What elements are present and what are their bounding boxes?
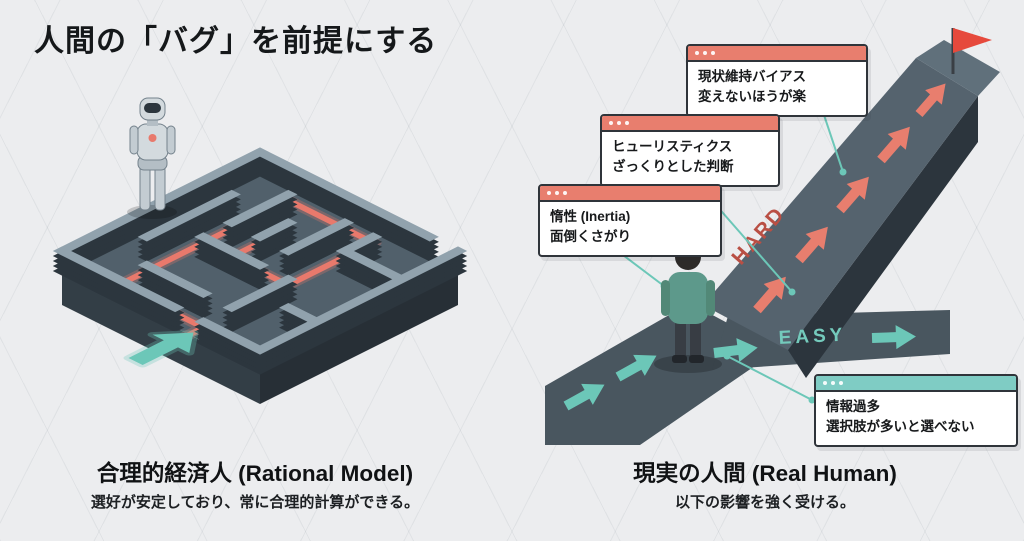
callout-information-overload: 情報過多 選択肢が多いと選べない	[814, 374, 1018, 447]
callout-line1: 惰性 (Inertia)	[550, 209, 631, 224]
maze-entrance-arrow	[128, 332, 194, 366]
callout-titlebar	[816, 376, 1016, 392]
window-dots-icon	[609, 121, 613, 125]
ramp-side-face	[788, 96, 978, 378]
page-title: 人間の「バグ」を前提にする	[34, 25, 438, 58]
easy-label: EASY	[778, 324, 847, 349]
window-dots-icon	[823, 381, 827, 385]
road-illustration: HARD EASY	[545, 28, 1000, 445]
callout-line1: 現状維持バイアス	[698, 69, 806, 84]
robot-figure	[127, 97, 177, 219]
window-dots-icon	[555, 191, 559, 195]
callout-line2: 選択肢が多いと選べない	[826, 419, 975, 435]
window-dots-icon	[547, 191, 551, 195]
connector-dot	[839, 168, 847, 176]
window-dots-icon	[703, 51, 707, 55]
callout-line2: ざっくりとした判断	[612, 159, 734, 175]
callout-line1: 情報過多	[826, 399, 880, 414]
callout-status-quo-bias: 現状維持バイアス 変えないほうが楽	[686, 44, 868, 117]
maze-platform-right-face	[260, 271, 458, 404]
window-dots-icon	[617, 121, 621, 125]
flag-icon	[953, 28, 992, 53]
maze-walls	[52, 157, 468, 365]
callout-titlebar	[540, 186, 720, 202]
callout-inertia: 惰性 (Inertia) 面倒くさがり	[538, 184, 722, 257]
maze-walls	[52, 167, 468, 375]
summit-top	[916, 40, 1000, 96]
callout-line1: ヒューリスティクス	[612, 139, 733, 154]
window-dots-icon	[563, 191, 567, 195]
goal-flag	[951, 28, 992, 74]
person-shadow	[654, 355, 722, 373]
left-caption: 合理的経済人 (Rational Model)	[96, 461, 414, 486]
left-subcaption: 選好が安定しており、常に合理的計算ができる。	[90, 494, 420, 511]
robot-chest-light	[148, 134, 157, 142]
callout-line2: 面倒くさがり	[550, 229, 631, 245]
right-caption: 現実の人間 (Real Human)	[633, 461, 897, 486]
robot-shadow	[127, 205, 177, 219]
maze-walls	[52, 162, 468, 370]
window-dots-icon	[695, 51, 699, 55]
connector-dot	[808, 396, 816, 404]
window-dots-icon	[831, 381, 835, 385]
road-approach	[545, 303, 778, 445]
maze-illustration	[52, 97, 468, 404]
callout-line2: 変えないほうが楽	[698, 89, 806, 105]
right-subcaption: 以下の影響を強く受ける。	[674, 494, 855, 511]
robot-visor	[144, 103, 161, 113]
callout-titlebar	[602, 116, 778, 132]
window-dots-icon	[711, 51, 715, 55]
person-figure	[654, 244, 722, 373]
callout-titlebar	[688, 46, 866, 62]
window-dots-icon	[839, 381, 843, 385]
connector-dot	[723, 352, 731, 360]
connector-dot	[788, 288, 796, 296]
window-dots-icon	[625, 121, 629, 125]
callout-heuristics: ヒューリスティクス ざっくりとした判断	[600, 114, 780, 187]
